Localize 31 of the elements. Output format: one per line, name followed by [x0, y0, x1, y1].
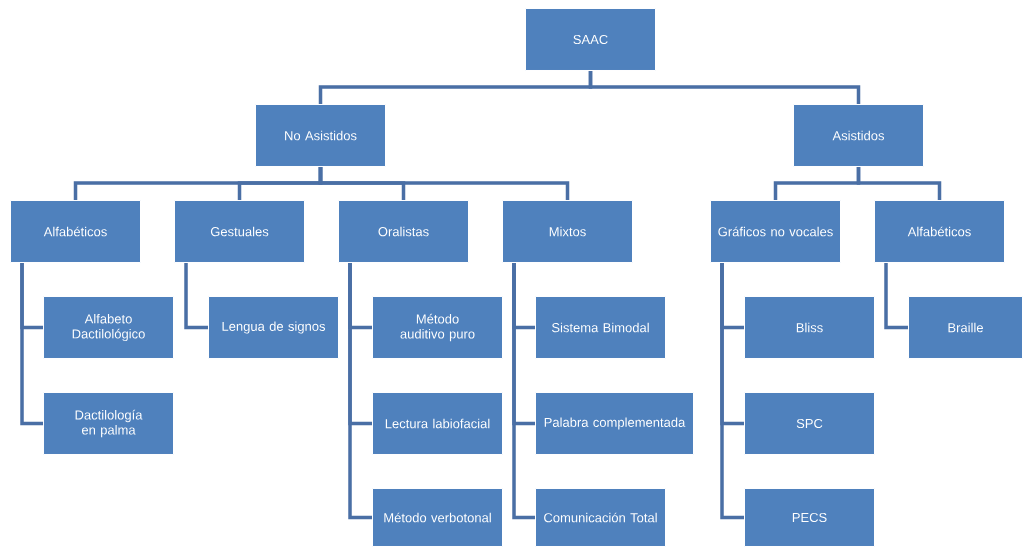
box: Braille: [908, 296, 1023, 359]
box: Alfabeto Dactilológico: [43, 296, 174, 359]
box: Método auditivo puro: [372, 296, 503, 359]
box: Dactilología en palma: [43, 392, 174, 455]
connector: [884, 263, 908, 330]
box: Alfabéticos: [874, 200, 1005, 263]
box: SAAC: [525, 8, 656, 71]
box: Sistema Bimodal: [535, 296, 666, 359]
box: Lectura labiofacial: [372, 392, 503, 455]
box: No Asistidos: [255, 104, 386, 167]
connector: [856, 167, 942, 200]
connector: [184, 263, 208, 330]
connector: [512, 263, 535, 520]
connector: [20, 263, 43, 426]
connector: [588, 71, 861, 104]
box: Lengua de signos: [208, 296, 339, 359]
box: Gráficos no vocales: [710, 200, 841, 263]
box: Mixtos: [502, 200, 633, 263]
box: Gestuales: [174, 200, 305, 263]
box: SPC: [744, 392, 875, 455]
connector: [348, 263, 372, 520]
box: Asistidos: [793, 104, 924, 167]
box: Alfabéticos: [10, 200, 141, 263]
box: Método verbotonal: [372, 488, 503, 547]
box: PECS: [744, 488, 875, 547]
box: Oralistas: [338, 200, 469, 263]
box: Palabra complementada: [535, 392, 694, 455]
box: Bliss: [744, 296, 875, 359]
box: Comunicación Total: [535, 488, 666, 547]
connector: [720, 263, 744, 520]
connector: [318, 167, 570, 200]
